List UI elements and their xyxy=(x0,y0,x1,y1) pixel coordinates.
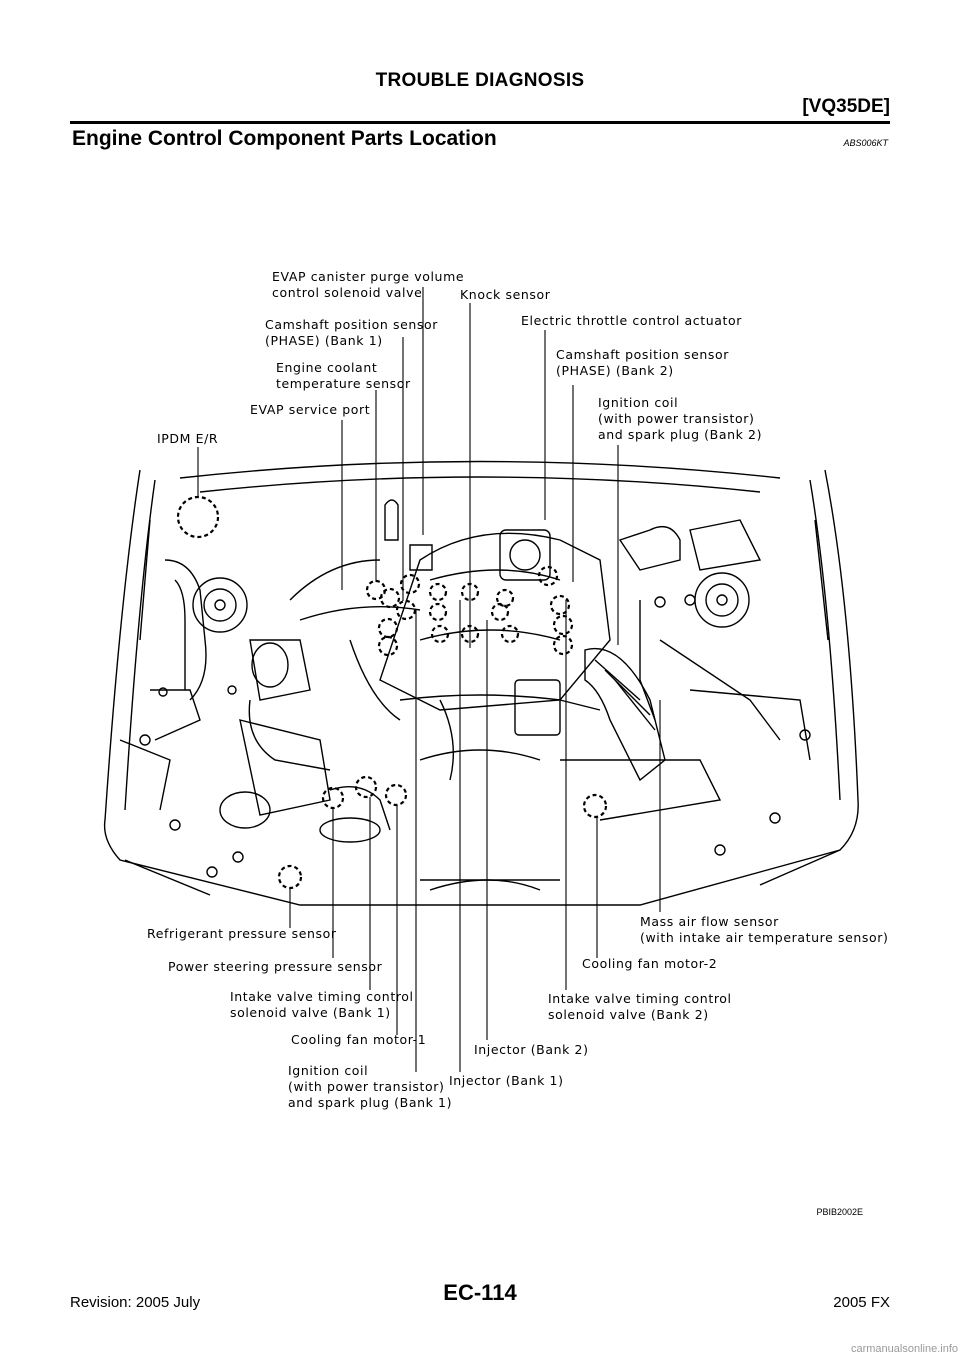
label-maf-2: (with intake air temperature sensor) xyxy=(640,930,888,945)
label-ign-bank2-1: Ignition coil xyxy=(598,395,678,410)
marker-injector-b1 xyxy=(428,602,448,622)
label-etc-actuator: Electric throttle control actuator xyxy=(521,313,742,328)
marker-injector-b2 xyxy=(490,602,510,622)
label-knock-sensor: Knock sensor xyxy=(460,287,551,302)
marker-refrig xyxy=(277,864,303,890)
label-ps-sensor: Power steering pressure sensor xyxy=(168,959,383,974)
page-header-title: TROUBLE DIAGNOSIS xyxy=(375,70,585,91)
label-coolant-temp-2: temperature sensor xyxy=(276,376,411,391)
marker-ign-bank2-b xyxy=(500,624,520,644)
component-markers xyxy=(176,495,608,890)
marker-fan2 xyxy=(582,793,608,819)
label-refrig-sensor: Refrigerant pressure sensor xyxy=(147,926,337,941)
figure-code: PBIB2002E xyxy=(816,1207,863,1217)
label-inj-bank2: Injector (Bank 2) xyxy=(474,1042,589,1057)
label-ign-bank2-2: (with power transistor) xyxy=(598,411,754,426)
label-ign-bank2-3: and spark plug (Bank 2) xyxy=(598,427,762,442)
label-maf-1: Mass air flow sensor xyxy=(640,914,779,929)
marker-ps-sensor xyxy=(321,786,345,810)
marker-etc xyxy=(537,565,559,587)
label-ivt-bank1-1: Intake valve timing control xyxy=(230,989,414,1004)
label-cam-bank1-1: Camshaft position sensor xyxy=(265,317,438,332)
label-ign-bank1-1: Ignition coil xyxy=(288,1063,368,1078)
footer-model: 2005 FX xyxy=(833,1294,890,1311)
label-cam-bank1-2: (PHASE) (Bank 1) xyxy=(265,333,383,348)
footer-page-number: EC-114 xyxy=(443,1280,517,1305)
footer-revision: Revision: 2005 July xyxy=(70,1294,201,1311)
marker-fan1 xyxy=(384,783,408,807)
marker-ign-bank2-a xyxy=(495,588,515,608)
label-ivt-bank2-2: solenoid valve (Bank 2) xyxy=(548,1007,709,1022)
label-ipdm: IPDM E/R xyxy=(157,431,218,446)
marker-ign-bank1-b xyxy=(377,635,399,657)
label-ign-bank1-2: (with power transistor) xyxy=(288,1079,444,1094)
marker-ign-bank2-d xyxy=(552,634,574,656)
leader-lines xyxy=(197,287,661,1072)
marker-ign-bank2-c xyxy=(552,614,574,636)
marker-knock-a xyxy=(428,582,448,602)
label-ivt-bank2-1: Intake valve timing control xyxy=(548,991,732,1006)
marker-evap-purge xyxy=(399,573,421,595)
label-fan2: Cooling fan motor-2 xyxy=(582,956,717,971)
section-code: ABS006KT xyxy=(843,138,888,148)
label-ivt-bank1-2: solenoid valve (Bank 1) xyxy=(230,1005,391,1020)
marker-knock-c xyxy=(430,624,450,644)
label-evap-purge-2: control solenoid valve xyxy=(272,285,422,300)
marker-ivt-bank1 xyxy=(354,775,378,799)
engine-model-code: [VQ35DE] xyxy=(802,96,890,117)
header-rule xyxy=(70,121,890,124)
label-evap-port: EVAP service port xyxy=(250,402,370,417)
label-cam-bank2-2: (PHASE) (Bank 2) xyxy=(556,363,674,378)
label-evap-purge-1: EVAP canister purge volume xyxy=(272,269,464,284)
marker-cam-bank1 xyxy=(395,599,417,621)
marker-ipdm xyxy=(176,495,220,539)
section-title: Engine Control Component Parts Location xyxy=(72,127,497,150)
component-labels: EVAP canister purge volume control solen… xyxy=(147,269,888,1110)
marker-cam-bank2 xyxy=(549,594,571,616)
marker-evap-port xyxy=(365,579,387,601)
engine-bay-drawing xyxy=(103,460,859,906)
marker-ign-bank1-a xyxy=(377,617,399,639)
label-fan1: Cooling fan motor-1 xyxy=(291,1032,426,1047)
marker-coolant-temp xyxy=(379,587,401,609)
label-inj-bank1: Injector (Bank 1) xyxy=(449,1073,564,1088)
label-ign-bank1-3: and spark plug (Bank 1) xyxy=(288,1095,452,1110)
label-cam-bank2-1: Camshaft position sensor xyxy=(556,347,729,362)
label-coolant-temp-1: Engine coolant xyxy=(276,360,377,375)
watermark: carmanualsonline.info xyxy=(850,1343,958,1355)
